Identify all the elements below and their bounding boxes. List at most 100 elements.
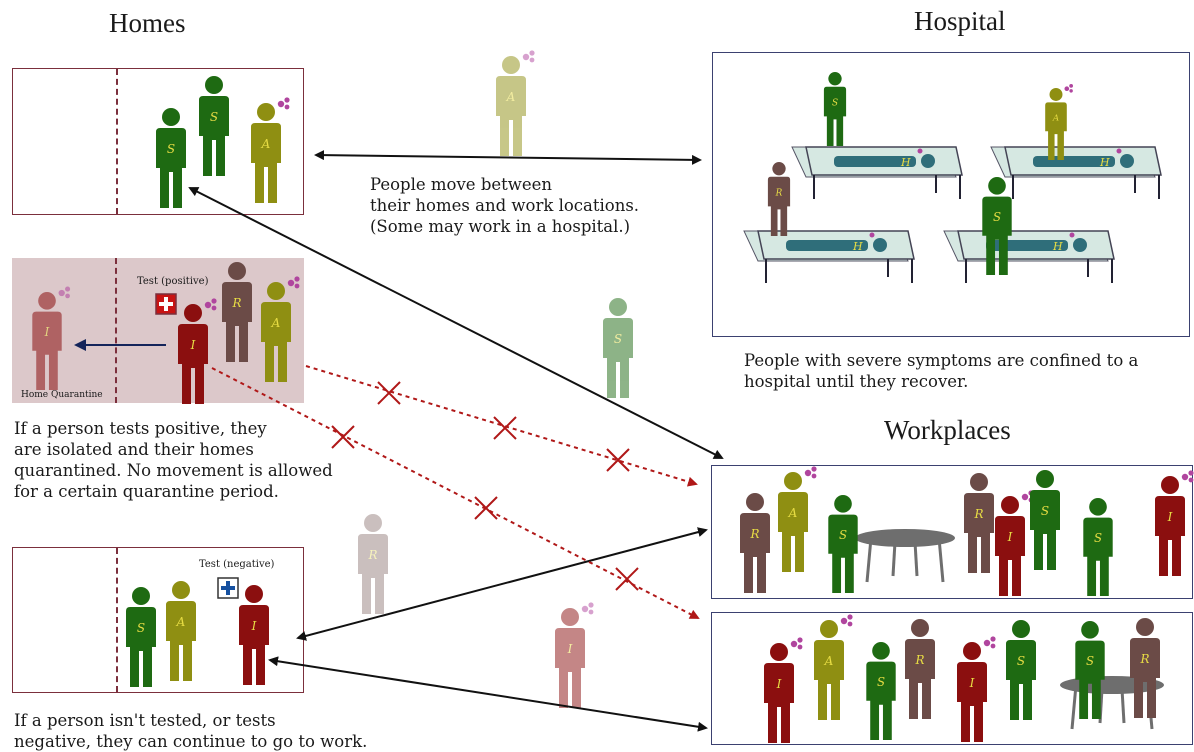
test-negative-icon	[217, 577, 239, 599]
svg-text:I: I	[567, 642, 573, 656]
person-S-icon: S	[126, 587, 156, 687]
blocked-x-icon	[331, 425, 355, 449]
person-A-icon: A	[261, 276, 300, 382]
svg-text:S: S	[1041, 504, 1049, 518]
virus-icon	[204, 298, 217, 311]
hospital-box	[712, 52, 1190, 337]
blocked-x-icon	[474, 496, 498, 520]
hospital-bed-icon: H	[943, 230, 1115, 283]
virus-icon	[1064, 83, 1073, 93]
svg-text:A: A	[271, 316, 281, 330]
svg-text:A: A	[788, 506, 798, 520]
hospital-title: Hospital	[914, 6, 1006, 36]
virus-icon	[790, 637, 803, 650]
blocked-x-icon	[377, 381, 401, 405]
person-S-icon: S	[603, 298, 633, 398]
svg-text:R: R	[749, 527, 759, 541]
person-A-icon: A	[251, 97, 290, 203]
svg-text:R: R	[231, 296, 241, 310]
svg-text:R: R	[775, 188, 783, 198]
svg-text:R: R	[367, 548, 377, 562]
person-S-icon: S	[199, 76, 229, 176]
svg-text:I: I	[969, 676, 975, 690]
blocked-arrow	[211, 367, 700, 619]
home-quarantine-label: Home Quarantine	[21, 390, 103, 400]
person-R-icon: R	[740, 493, 770, 593]
virus-icon	[840, 614, 853, 627]
svg-text:R: R	[973, 507, 983, 521]
patient-icon: H	[834, 148, 935, 169]
svg-text:S: S	[839, 528, 847, 542]
svg-text:H: H	[852, 240, 863, 253]
svg-text:R: R	[1139, 652, 1149, 666]
person-S-icon: S	[156, 108, 186, 208]
virus-icon	[1181, 470, 1194, 483]
person-I-icon: I	[555, 602, 594, 708]
movement-arrow	[268, 656, 708, 732]
blocked-x-icon	[606, 448, 630, 472]
person-A-icon: A	[496, 50, 535, 156]
person-R-icon: R	[964, 473, 994, 573]
svg-text:S: S	[993, 210, 1001, 224]
svg-text:A: A	[824, 654, 834, 668]
svg-text:I: I	[1167, 510, 1173, 524]
person-R-icon: R	[222, 262, 252, 362]
svg-text:A: A	[506, 90, 516, 104]
svg-text:I: I	[251, 619, 257, 633]
svg-text:S: S	[1017, 654, 1025, 668]
workplaces-title: Workplaces	[884, 415, 1011, 445]
blocked-x-icon	[493, 416, 517, 440]
patient-icon: H	[786, 232, 887, 253]
svg-text:S: S	[832, 98, 838, 108]
table-icon	[855, 529, 955, 583]
movement-arrow	[314, 150, 702, 165]
test-negative-label: Test (negative)	[199, 559, 275, 570]
caption-line: quarantined. No movement is allowed	[14, 461, 333, 480]
svg-text:A: A	[1052, 113, 1059, 123]
virus-icon	[804, 466, 817, 479]
movement-arrow	[188, 187, 724, 459]
svg-text:I: I	[1007, 530, 1013, 544]
virus-icon	[277, 97, 290, 110]
svg-text:I: I	[190, 338, 196, 352]
person-S-icon: S	[1083, 498, 1113, 596]
person-S-icon: S	[823, 72, 847, 146]
person-R-icon: R	[1130, 618, 1160, 718]
svg-text:I: I	[44, 325, 50, 339]
svg-text:H: H	[900, 156, 911, 169]
hospital-caption: People with severe symptoms are confined…	[744, 350, 1138, 392]
person-I-icon: I	[239, 585, 269, 685]
svg-text:S: S	[614, 332, 622, 346]
test-positive-label: Test (positive)	[137, 276, 209, 287]
person-I-icon: I	[1155, 470, 1194, 576]
svg-text:S: S	[1086, 654, 1094, 668]
caption-line: If a person isn't tested, or tests	[14, 711, 276, 730]
caption-line: People with severe symptoms are confined…	[744, 351, 1139, 370]
virus-icon	[522, 50, 535, 63]
blocked-x-icon	[615, 567, 639, 591]
svg-text:S: S	[1094, 531, 1102, 545]
person-A-icon: A	[166, 581, 196, 681]
home-divider	[116, 548, 118, 692]
person-S-icon: S	[1075, 621, 1105, 719]
caption-line: for a certain quarantine period.	[14, 482, 279, 501]
person-S-icon: S	[1006, 620, 1036, 720]
svg-text:R: R	[914, 653, 924, 667]
person-I-icon: I	[32, 286, 71, 390]
svg-text:S: S	[137, 621, 145, 635]
person-I-icon: I	[764, 637, 803, 743]
virus-icon	[983, 636, 996, 649]
person-S-icon: S	[982, 177, 1012, 275]
svg-text:A: A	[261, 137, 271, 151]
hospital-bed-icon: H	[990, 146, 1162, 199]
person-I-icon: I	[995, 490, 1034, 596]
person-I-icon: I	[178, 298, 217, 404]
person-R-icon: R	[905, 619, 935, 719]
negative-caption: If a person isn't tested, or tests negat…	[14, 710, 367, 752]
movement-arrow	[296, 527, 708, 641]
hospital-bed-icon: H	[791, 146, 963, 199]
svg-text:S: S	[167, 142, 175, 156]
virus-icon	[581, 602, 594, 615]
svg-text:S: S	[877, 675, 885, 689]
